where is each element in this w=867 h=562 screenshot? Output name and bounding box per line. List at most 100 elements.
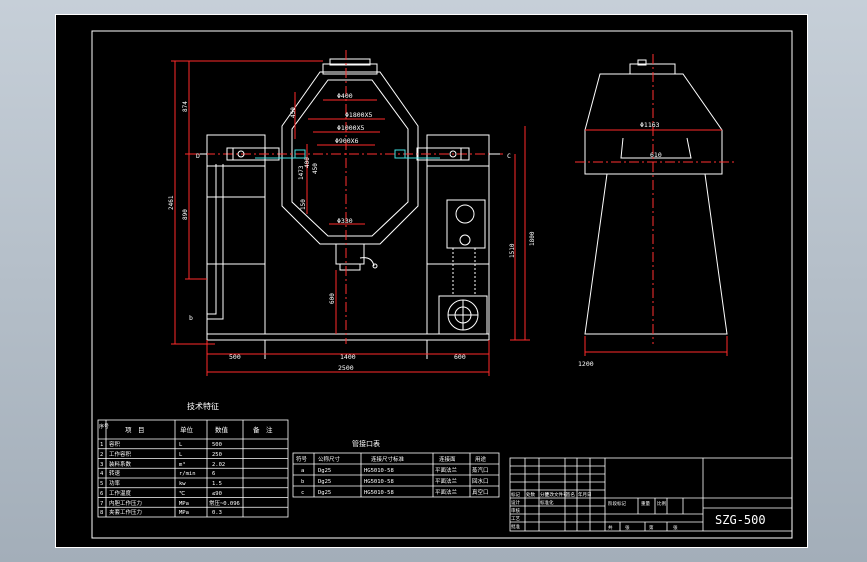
- svg-text:审核: 审核: [511, 507, 520, 514]
- front-dimensions: [171, 60, 530, 376]
- callout-phi330: Φ330: [337, 217, 353, 225]
- svg-text:用途: 用途: [475, 455, 487, 463]
- dim-500: 500: [229, 353, 241, 361]
- svg-text:年月日: 年月日: [578, 491, 592, 498]
- svg-text:标准化: 标准化: [540, 499, 554, 506]
- svg-text:L: L: [179, 452, 183, 458]
- tech-table-rows: 1 容积 L 500 2 工作容积 L 250 3 装料系数 m³ 2.02 4…: [100, 440, 240, 516]
- svg-text:单位: 单位: [180, 425, 194, 434]
- callout-400: 400: [304, 157, 311, 168]
- side-outline: [584, 73, 728, 335]
- svg-text:HG5010-58: HG5010-58: [364, 479, 394, 485]
- svg-text:Dg25: Dg25: [318, 490, 331, 496]
- svg-text:处数: 处数: [526, 491, 535, 498]
- callout-150: 150: [300, 199, 307, 210]
- drawing-code: SZG-500: [715, 513, 766, 527]
- dim-2500: 2500: [338, 364, 354, 372]
- svg-text:连接面: 连接面: [439, 455, 456, 463]
- right-support-frame: [426, 134, 490, 335]
- svg-text:6: 6: [212, 471, 215, 477]
- svg-text:≤90: ≤90: [212, 491, 222, 497]
- title-block-labels: 标记 处数 分区 更改文件号 签名 年月日 设计 标准化 审核 工艺 批准 阶段…: [511, 491, 678, 531]
- svg-text:共: 共: [608, 524, 613, 531]
- svg-text:连接尺寸标准: 连接尺寸标准: [371, 455, 405, 463]
- nozzle-table: 管接口表 符号 公称尺寸 连接尺寸标准 连接面 用途: [292, 439, 500, 498]
- front-view: [197, 50, 505, 359]
- svg-text:数值: 数值: [215, 425, 229, 434]
- dim-1800: 1800: [529, 231, 536, 246]
- svg-text:工作温度: 工作温度: [109, 489, 132, 497]
- svg-text:2: 2: [100, 452, 103, 458]
- dim-1510: 1510: [509, 243, 516, 258]
- svg-text:8: 8: [100, 510, 103, 516]
- callout-phi900: Φ900X6: [335, 137, 359, 145]
- dim-2461: 2461: [168, 195, 175, 210]
- svg-text:重量: 重量: [641, 500, 650, 507]
- svg-text:第: 第: [649, 524, 654, 531]
- svg-text:MPa: MPa: [179, 501, 189, 507]
- tech-table: 技术特征 序号 项: [97, 401, 289, 518]
- nozzle-table-content: 符号 公称尺寸 连接尺寸标准 连接面 用途 a Dg25 HG5010-58 平…: [296, 455, 489, 496]
- marker-c: C: [507, 152, 511, 160]
- dim-874: 874: [182, 101, 189, 112]
- gearbox: [446, 199, 486, 249]
- shaft-details: [255, 149, 440, 159]
- drawing-canvas: 500 1400 600 2500 1200 Φ400 Φ1800X5 Φ100…: [55, 14, 808, 548]
- title-block: 标记 处数 分区 更改文件号 签名 年月日 设计 标准化 审核 工艺 批准 阶段…: [509, 457, 793, 532]
- svg-text:平面法兰: 平面法兰: [435, 477, 458, 485]
- svg-text:容积: 容积: [109, 440, 121, 448]
- nozzle-table-title: 管接口表: [352, 439, 380, 448]
- svg-text:L: L: [179, 442, 183, 448]
- base-plate: [206, 333, 490, 341]
- callout-450-mid: 450: [312, 163, 319, 174]
- svg-text:1: 1: [100, 442, 103, 448]
- svg-text:张: 张: [625, 524, 630, 531]
- svg-text:工艺: 工艺: [511, 516, 520, 522]
- svg-text:分区: 分区: [540, 491, 549, 498]
- tech-table-title: 技术特征: [187, 401, 219, 411]
- front-dim-labels: 500 1400 600 2500 1200 Φ400 Φ1800X5 Φ100…: [189, 92, 594, 372]
- svg-text:0.3: 0.3: [212, 510, 222, 516]
- svg-text:项 目: 项 目: [125, 426, 145, 434]
- motor: [438, 295, 488, 335]
- svg-text:工作容积: 工作容积: [109, 450, 132, 458]
- svg-text:MPa: MPa: [179, 510, 189, 516]
- svg-text:备 注: 备 注: [253, 425, 273, 434]
- callout-phi400: Φ400: [337, 92, 353, 100]
- outer-frame: [55, 14, 808, 548]
- svg-text:回水口: 回水口: [472, 477, 489, 485]
- side-view: [575, 54, 735, 344]
- svg-text:序号: 序号: [99, 423, 109, 430]
- front-vertical-labels: 874 2461 890 1510 1800 600 450 150 450 4…: [168, 101, 536, 304]
- callout-450-top: 450: [290, 107, 297, 118]
- callout-1473: 1473: [298, 165, 305, 180]
- svg-text:符号: 符号: [296, 455, 308, 463]
- svg-text:装料系数: 装料系数: [109, 460, 132, 468]
- svg-text:功率: 功率: [109, 479, 121, 487]
- inner-frame: [91, 30, 793, 539]
- marker-d: D: [196, 152, 200, 160]
- svg-text:蒸汽口: 蒸汽口: [472, 466, 489, 474]
- svg-text:b: b: [301, 479, 304, 485]
- svg-text:c: c: [301, 490, 304, 496]
- svg-text:张: 张: [673, 524, 678, 531]
- svg-text:kw: kw: [179, 481, 186, 487]
- dim-600-height: 600: [329, 293, 336, 304]
- vessel-inner-wall: [291, 79, 409, 237]
- svg-text:转速: 转速: [109, 469, 121, 477]
- svg-text:平面法兰: 平面法兰: [435, 488, 458, 496]
- svg-text:Dg25: Dg25: [318, 479, 331, 485]
- svg-text:3: 3: [100, 462, 103, 468]
- dim-600-base: 600: [454, 353, 466, 361]
- svg-text:内胆工作压力: 内胆工作压力: [109, 499, 142, 507]
- svg-text:HG5010-58: HG5010-58: [364, 490, 394, 496]
- svg-text:1.5: 1.5: [212, 481, 222, 487]
- svg-text:a: a: [301, 468, 304, 474]
- dim-1200: 1200: [578, 360, 594, 368]
- callout-phi1000: Φ1000X5: [337, 124, 364, 132]
- svg-text:设计: 设计: [511, 499, 520, 506]
- drawing-sheet: 500 1400 600 2500 1200 Φ400 Φ1800X5 Φ100…: [55, 14, 808, 548]
- svg-text:真空口: 真空口: [472, 488, 489, 496]
- svg-text:r/min: r/min: [179, 471, 196, 477]
